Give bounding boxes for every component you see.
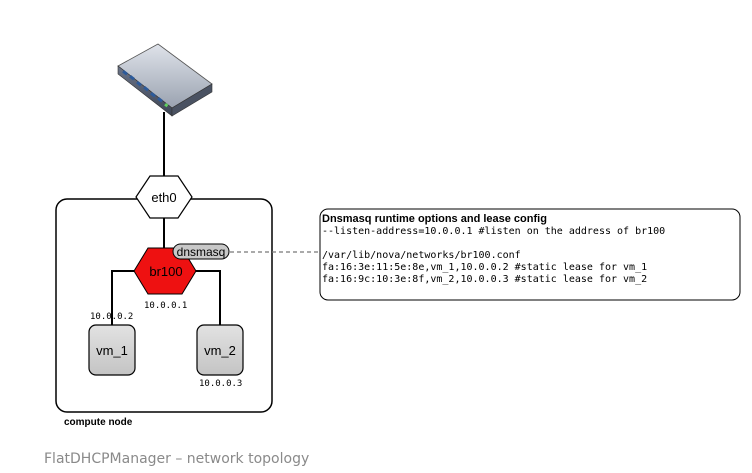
eth0-label: eth0 (151, 190, 176, 205)
vm1-node (88, 324, 136, 376)
vm1-ip-label: 10.0.0.2 (90, 312, 133, 322)
config-line: --listen-address=10.0.0.1 #listen on the… (322, 226, 665, 237)
vm2-node (196, 324, 244, 376)
vm2-label: vm_2 (204, 343, 236, 358)
dnsmasq-config-box (319, 208, 741, 301)
dnsmasq-label: dnsmasq (177, 245, 226, 259)
vm1-label: vm_1 (96, 343, 128, 358)
figure-caption: FlatDHCPManager – network topology (44, 451, 310, 467)
vm2-ip-label: 10.0.0.3 (199, 379, 242, 389)
config-line: fa:16:3e:11:5e:8e,vm_1,10.0.0.2 #static … (322, 262, 647, 273)
network-switch-icon (117, 43, 213, 117)
br100-ip-label: 10.0.0.1 (144, 301, 187, 311)
dnsmasq-process (172, 243, 230, 260)
config-line: /var/lib/nova/networks/br100.conf (322, 250, 521, 261)
compute-node-label: compute node (64, 417, 133, 428)
config-line: fa:16:9c:10:3e:8f,vm_2,10.0.0.3 #static … (322, 274, 647, 285)
config-box-title: Dnsmasq runtime options and lease config (322, 213, 547, 225)
eth0-interface (135, 175, 193, 219)
br100-label: br100 (149, 264, 182, 279)
